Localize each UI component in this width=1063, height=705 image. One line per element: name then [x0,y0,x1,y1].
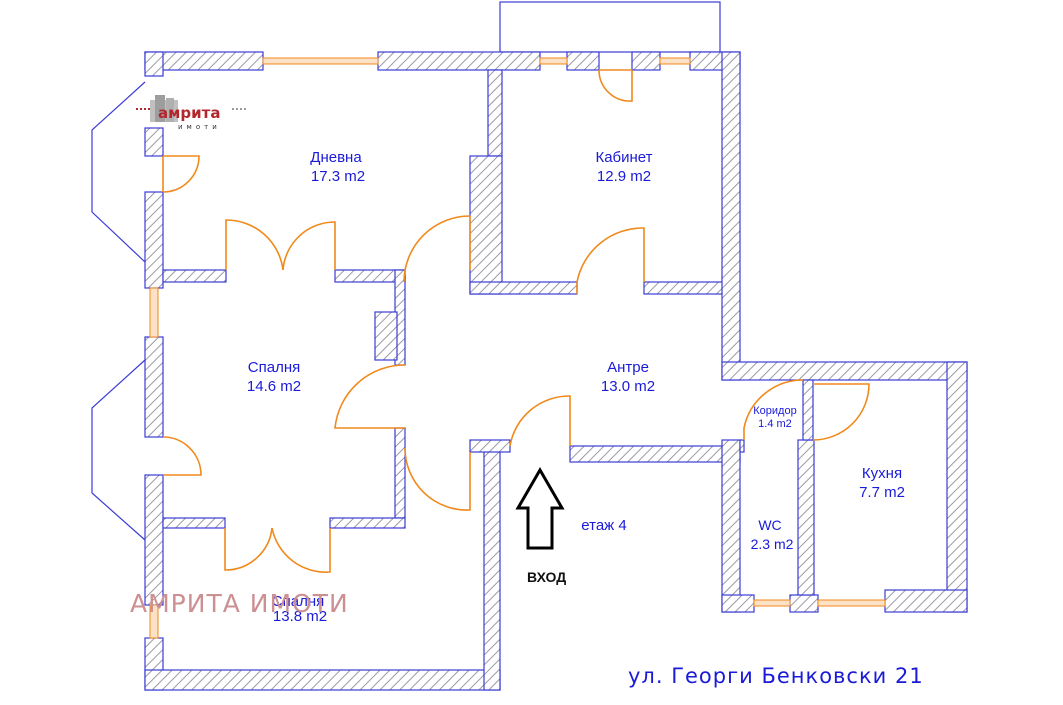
room-name-koridor: Коридор [753,405,796,417]
room-name-spalnya-1: Спалня [248,359,300,376]
room-area-antre: 13.0 m2 [601,378,655,395]
watermark: АМРИТА ИМОТИ [130,589,349,618]
logo-sub: имоти [178,123,221,131]
floor-label: етаж 4 [581,517,626,534]
room-name-kuhnya: Кухня [862,465,902,482]
room-name-spalnya-2: Спалня [272,593,324,610]
room-area-spalnya-2: 13.8 m2 [273,608,327,625]
walls [144,51,968,691]
company-logo: амрита имоти [136,95,246,131]
logo-brand: амрита [158,104,220,122]
address: ул. Георги Бенковски 21 [628,664,924,688]
room-area-dnevna: 17.3 m2 [311,168,365,185]
windows [149,57,886,639]
bay-window-outline [91,81,146,263]
entrance-arrow [515,467,565,550]
room-name-kabinet: Кабинет [595,149,652,166]
room-area-kuhnya: 7.7 m2 [859,484,905,501]
bay-window-outline [91,359,146,541]
room-area-koridor: 1.4 m2 [758,418,792,430]
room-area-wc: 2.3 m2 [751,536,794,552]
door-swings [162,69,870,573]
balcony-outline [499,1,721,53]
room-name-antre: Антре [607,359,649,376]
room-area-spalnya-1: 14.6 m2 [247,378,301,395]
entrance-label: ВХОД [527,569,566,585]
room-name-dnevna: Дневна [310,149,362,166]
room-name-wc: WC [758,517,781,533]
room-area-kabinet: 12.9 m2 [597,168,651,185]
